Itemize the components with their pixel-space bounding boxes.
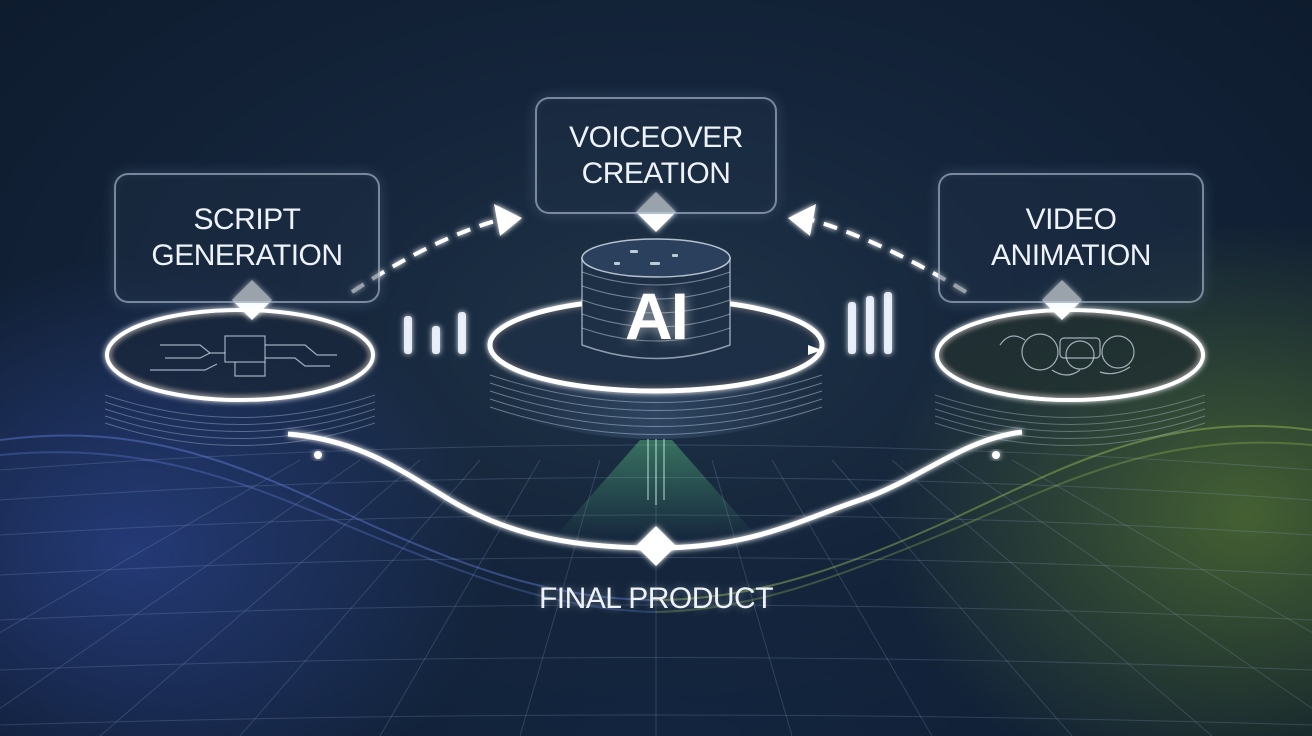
animation-sketch-icon (999, 333, 1135, 376)
voiceover-creation-box: VOICEOVER CREATION (535, 97, 777, 214)
left-bar-icon (404, 312, 466, 354)
dashed-arrow-right (811, 218, 968, 294)
script-sketch-icon (150, 335, 337, 377)
left-platform (104, 308, 376, 446)
video-animation-label: VIDEO ANIMATION (991, 203, 1151, 272)
diamond-final-icon (636, 526, 676, 566)
right-platform (934, 308, 1206, 446)
ai-stem-lines (647, 430, 665, 505)
arrowhead-left-icon (494, 204, 522, 236)
wave-lines (0, 425, 1312, 613)
database-icon (581, 238, 731, 360)
script-generation-label: SCRIPT GENERATION (151, 203, 343, 272)
script-generation-box: SCRIPT GENERATION (114, 173, 380, 303)
dashed-arrow-left (350, 218, 499, 294)
diamond-script-icon (232, 280, 272, 320)
right-bar-icon (848, 292, 892, 354)
final-product-label: FINAL PRODUCT (538, 582, 774, 615)
arrowhead-right-icon (788, 204, 816, 236)
diamond-video-icon (1042, 280, 1082, 320)
ai-platform (487, 238, 825, 439)
sparkle-icons (314, 451, 1000, 459)
ai-core-label: AI (625, 279, 689, 353)
video-animation-box: VIDEO ANIMATION (938, 173, 1204, 303)
voiceover-creation-label: VOICEOVER CREATION (569, 120, 743, 190)
